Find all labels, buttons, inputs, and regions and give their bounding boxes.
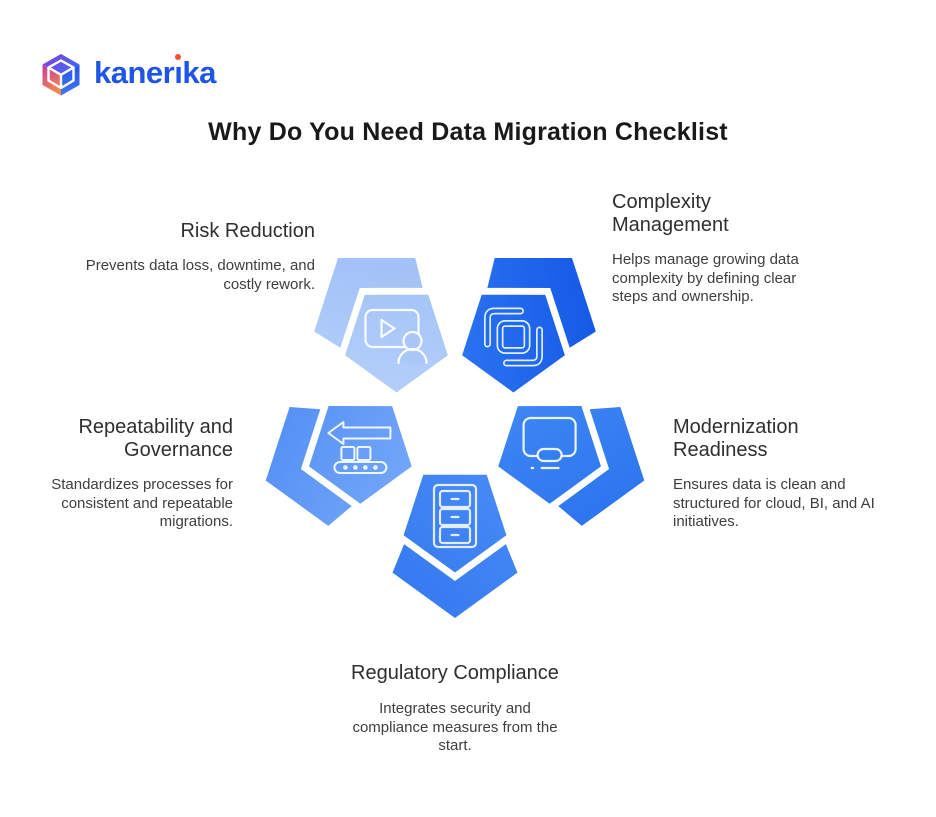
- page-title: Why Do You Need Data Migration Checklist: [208, 118, 728, 146]
- segment-repeatability-governance-shape: [246, 387, 418, 540]
- segment-risk-reduction-shape: [287, 221, 464, 405]
- segment-modernization-readiness-shape: [492, 387, 664, 540]
- segment-description: Standardizes processes for consistent an…: [51, 476, 233, 530]
- segment-label: Repeatability and Governance: [78, 416, 233, 461]
- segment-description: Ensures data is clean and structured for…: [673, 476, 875, 530]
- layers-icon: [484, 307, 543, 367]
- segment-risk-reduction-text: Risk Reduction Prevents data loss, downt…: [70, 220, 315, 294]
- segment-label: Risk Reduction: [180, 220, 315, 242]
- segment-description: Prevents data loss, downtime, and costly…: [85, 257, 315, 293]
- cabinet-icon: [432, 483, 478, 549]
- segment-description: Helps manage growing data complexity by …: [612, 251, 799, 305]
- segment-complexity-management-shape: [446, 221, 623, 405]
- segment-label: Complexity Management: [612, 191, 729, 236]
- i-dot-accent: [175, 54, 182, 60]
- segment-complexity-management-text: Complexity Management Helps manage growi…: [612, 191, 827, 307]
- segment-label: Regulatory Compliance: [351, 662, 559, 684]
- video-user-icon: [364, 308, 428, 365]
- segment-label: Modernization Readiness: [673, 416, 799, 461]
- monitor-icon: [522, 416, 577, 470]
- kanerika-cube-icon: [42, 54, 80, 96]
- segment-description: Integrates security and compliance measu…: [352, 700, 558, 754]
- segment-modernization-readiness-text: Modernization Readiness Ensures data is …: [673, 416, 901, 532]
- conveyor-icon: [327, 421, 392, 474]
- segment-repeatability-governance-text: Repeatability and Governance Standardize…: [28, 416, 233, 532]
- segment-regulatory-compliance-text: Regulatory Compliance Integrates securit…: [325, 662, 585, 756]
